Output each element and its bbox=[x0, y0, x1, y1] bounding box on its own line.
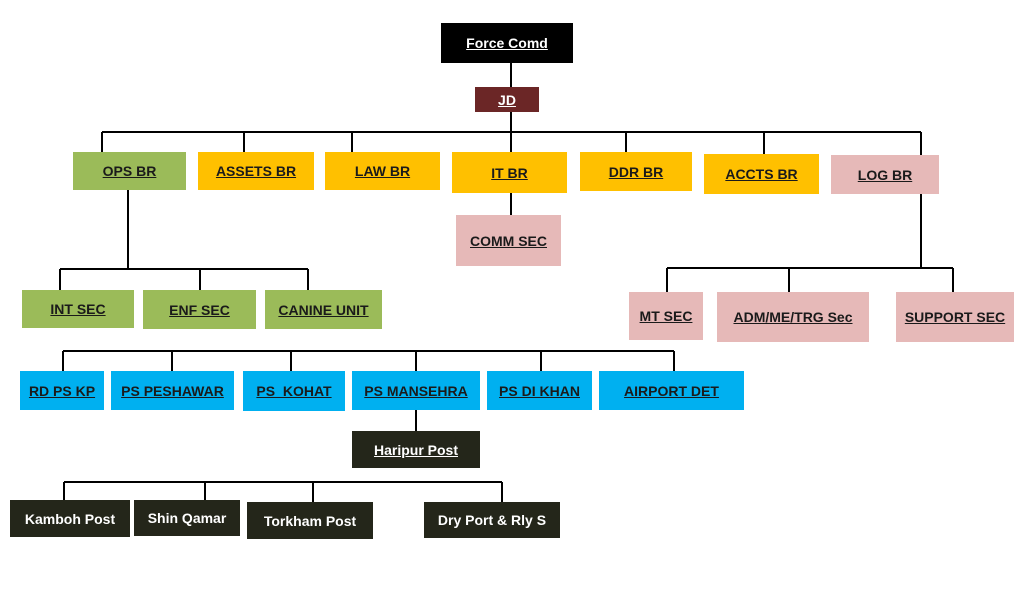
law-br-box: LAW BR bbox=[325, 152, 440, 190]
ddr-br-box: DDR BR bbox=[580, 152, 692, 191]
ps-di-khan-box: PS DI KHAN bbox=[487, 371, 592, 410]
haripur-post-box: Haripur Post bbox=[352, 431, 480, 468]
ps-mansehra-box: PS MANSEHRA bbox=[352, 371, 480, 410]
mt-sec-box: MT SEC bbox=[629, 292, 703, 340]
log-br-box: LOG BR bbox=[831, 155, 939, 194]
accts-br-box: ACCTS BR bbox=[704, 154, 819, 194]
ops-br-box: OPS BR bbox=[73, 152, 186, 190]
kamboh-post-box: Kamboh Post bbox=[10, 500, 130, 537]
torkham-post-box: Torkham Post bbox=[247, 502, 373, 539]
force-comd-box: Force Comd bbox=[441, 23, 573, 63]
int-sec-box: INT SEC bbox=[22, 290, 134, 328]
dry-port-rly-box: Dry Port & Rly S bbox=[424, 502, 560, 538]
shin-qamar-box: Shin Qamar bbox=[134, 500, 240, 536]
adm-me-trg-sec-box: ADM/ME/TRG Sec bbox=[717, 292, 869, 342]
support-sec-box: SUPPORT SEC bbox=[896, 292, 1014, 342]
ps-kohat-box: PS KOHAT bbox=[243, 371, 345, 411]
canine-unit-box: CANINE UNIT bbox=[265, 290, 382, 329]
jd-box: JD bbox=[475, 87, 539, 112]
airport-det-box: AIRPORT DET bbox=[599, 371, 744, 410]
enf-sec-box: ENF SEC bbox=[143, 290, 256, 329]
ps-peshawar-box: PS PESHAWAR bbox=[111, 371, 234, 410]
it-br-box: IT BR bbox=[452, 152, 567, 193]
comm-sec-box: COMM SEC bbox=[456, 215, 561, 266]
rd-ps-kp-box: RD PS KP bbox=[20, 371, 104, 410]
assets-br-box: ASSETS BR bbox=[198, 152, 314, 190]
